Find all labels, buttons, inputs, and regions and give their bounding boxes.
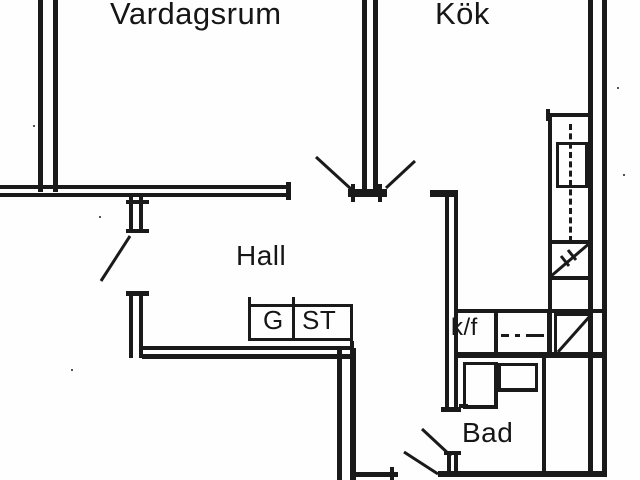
wall-hall-west-stub-outer (129, 197, 133, 233)
room-label-hall: Hall (236, 240, 287, 271)
wall-endcap-tick (441, 407, 461, 412)
wall-bad-south (438, 471, 607, 477)
door-swing-line-kok (384, 159, 417, 190)
counter-kf-bottom-wall (455, 352, 607, 358)
wall-hall-east-inner (350, 348, 356, 480)
door-swing-line-hall-west (99, 235, 132, 282)
counter-divider (548, 240, 592, 244)
wall-kok-divider-inner (373, 0, 378, 190)
corner-cabinet-top (557, 313, 592, 316)
closet-label-g: G (263, 305, 284, 335)
wall-hall-west-inner (139, 293, 143, 358)
closet-tick (248, 297, 251, 305)
closet-right-edge-extension (350, 341, 354, 349)
stove-tick (559, 255, 571, 267)
wall-hall-west-stub-inner (139, 197, 143, 233)
room-label-bad: Bad (462, 417, 514, 448)
corner-cabinet-diagonal (556, 315, 592, 353)
wall-kok-divider-endcap (348, 189, 387, 197)
wall-hall-east-outer (337, 348, 342, 480)
room-label-kok: Kök (435, 0, 490, 31)
bad-door-post-inner (454, 453, 458, 474)
wall-kf-north-stub (430, 190, 458, 197)
wall-vardagsrum-west-inner (53, 0, 58, 192)
wall-kok-divider-outer (362, 0, 367, 190)
kf-dash-dot-line (526, 334, 544, 337)
door-swing-line-vardagsrum (314, 155, 353, 191)
counter-center-dashed-line (569, 124, 572, 242)
room-label-vardagsrum: Vardagsrum (110, 0, 282, 31)
wall-endcap-tick (126, 229, 149, 233)
stove-tick (566, 249, 578, 261)
wall-kf-west-inner (454, 195, 458, 411)
stove-diagonal (549, 240, 592, 279)
wall-hall-north-upper (0, 185, 291, 189)
scan-speckle (617, 87, 619, 89)
kf-dash-dot-line (515, 334, 520, 337)
wall-hall-south-lower (142, 354, 354, 359)
kf-dash-dot-line (501, 334, 509, 337)
wall-endcap-tick (351, 184, 355, 202)
wall-hall-south-upper (142, 346, 354, 350)
wall-bottom-segment (353, 472, 398, 477)
corner-cabinet-left-outer (547, 313, 550, 356)
bad-fixture-washbasin (463, 362, 498, 409)
wall-endcap-tick (444, 471, 461, 475)
bad-door-post-outer (447, 453, 451, 474)
closet-tick (292, 297, 295, 305)
corner-cabinet-left-inner (554, 313, 557, 356)
wall-kf-west-outer (445, 195, 449, 411)
wall-endcap-tick (126, 200, 149, 204)
counter-top-edge (548, 113, 592, 117)
shaft-left-edge (542, 357, 546, 473)
wall-hall-north-lower (0, 193, 291, 197)
scan-speckle (99, 216, 101, 218)
bad-fixture-machine (498, 363, 538, 392)
counter-left-edge (548, 113, 552, 358)
wall-end-tick (286, 182, 291, 200)
scan-speckle (623, 174, 625, 176)
wall-end-tick (390, 467, 394, 480)
closet-label-st: ST (302, 305, 337, 335)
closet-divider (292, 304, 295, 341)
scan-speckle (33, 125, 35, 127)
wall-endcap-tick (126, 291, 149, 296)
door-swing-line-bad-lower (403, 450, 439, 476)
wall-endcap-tick (378, 184, 382, 202)
fixture-tick (459, 404, 468, 408)
wall-vardagsrum-west-outer (38, 0, 43, 192)
counter-kf-top-line (455, 309, 607, 313)
counter-divider (548, 276, 592, 280)
wall-endcap-tick (444, 451, 461, 455)
wall-east-outer (602, 0, 607, 477)
scan-speckle (71, 369, 73, 371)
kf-box-right-edge (494, 309, 498, 356)
sink-outline (556, 142, 588, 188)
wall-east-inner (588, 0, 593, 477)
closet-box (248, 304, 353, 341)
door-swing-line-bad-upper (420, 427, 453, 458)
wall-hall-west-outer (129, 293, 133, 358)
